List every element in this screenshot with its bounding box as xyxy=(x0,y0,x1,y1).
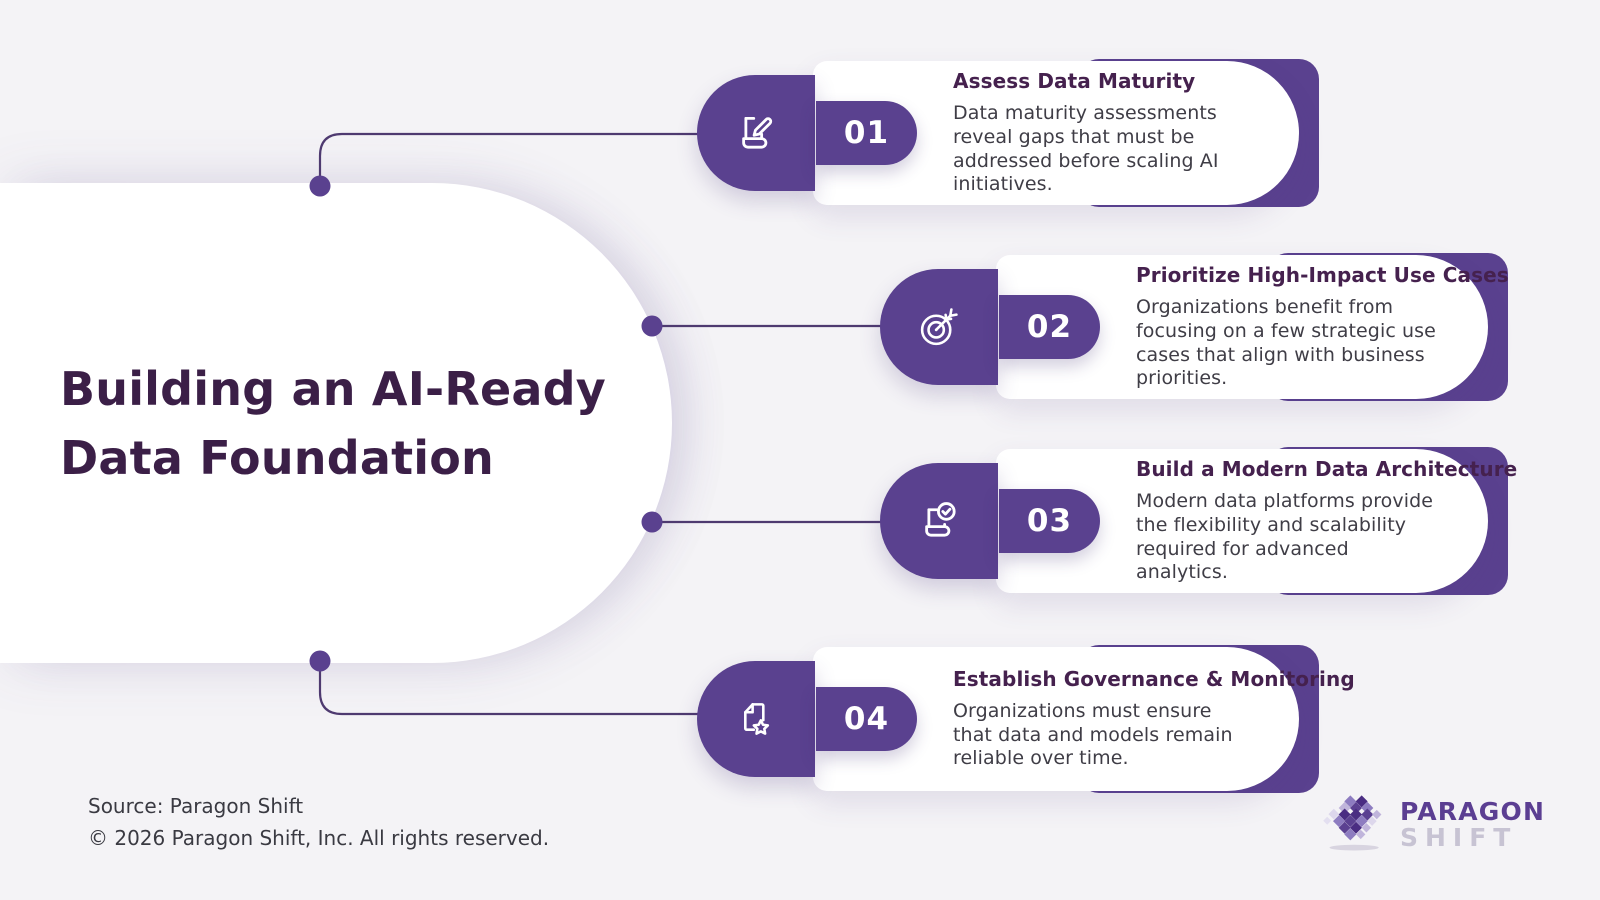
page-title-line2: Data Foundation xyxy=(60,431,495,485)
source-text: Source: Paragon Shift xyxy=(88,794,304,818)
icon-block xyxy=(697,661,815,777)
hero-shape: Building an AI-Ready Data Foundation xyxy=(0,183,672,663)
logo-mark-icon xyxy=(1323,795,1382,851)
brand-logo: PARAGON SHIFT xyxy=(1322,788,1545,860)
step-content: Assess Data Maturity Data maturity asses… xyxy=(953,59,1289,207)
step-number: 01 xyxy=(843,115,890,151)
page-title: Building an AI-Ready Data Foundation xyxy=(60,355,606,493)
step-title: Assess Data Maturity xyxy=(953,68,1196,93)
step-title: Build a Modern Data Architecture xyxy=(1136,456,1518,481)
document-check-icon xyxy=(925,502,956,537)
step-card-3: 03 Build a Modern Data Architecture Mode… xyxy=(880,447,1518,595)
icon-block xyxy=(697,75,815,191)
step-content: Establish Governance & Monitoring Organi… xyxy=(953,645,1355,793)
step-description: Data maturity assessments reveal gaps th… xyxy=(953,101,1219,196)
step-title: Prioritize High-Impact Use Cases xyxy=(1136,262,1509,287)
document-star-icon xyxy=(744,703,770,735)
step-description: Organizations benefit from focusing on a… xyxy=(1136,295,1436,390)
step-description: Organizations must ensure that data and … xyxy=(953,699,1233,770)
step-card-1: 01 Assess Data Maturity Data maturity as… xyxy=(697,59,1319,207)
step-number-badge: 02 xyxy=(999,295,1100,359)
icon-block xyxy=(880,269,998,385)
step-content: Prioritize High-Impact Use Cases Organiz… xyxy=(1136,253,1509,401)
icon-block xyxy=(880,463,998,579)
footer: Source: Paragon Shift © 2026 Paragon Shi… xyxy=(88,790,549,854)
target-dart-icon xyxy=(920,308,958,346)
connector-dot-1 xyxy=(309,175,331,197)
connector-dot-3 xyxy=(641,511,663,533)
connector-step-4 xyxy=(318,661,704,716)
step-number: 02 xyxy=(1026,309,1073,345)
copyright-text: © 2026 Paragon Shift, Inc. All rights re… xyxy=(88,826,550,850)
page-title-line1: Building an AI-Ready xyxy=(60,362,606,416)
step-number-badge: 01 xyxy=(816,101,917,165)
edit-document-icon xyxy=(742,116,773,149)
connector-dot-4 xyxy=(309,650,331,672)
step-title: Establish Governance & Monitoring xyxy=(953,666,1355,691)
step-number-badge: 04 xyxy=(816,687,917,751)
step-card-4: 04 Establish Governance & Monitoring Org… xyxy=(697,645,1355,793)
connector-step-1 xyxy=(318,132,704,186)
logo-name: PARAGON xyxy=(1400,796,1546,826)
step-card-2: 02 Prioritize High-Impact Use Cases Orga… xyxy=(880,253,1509,401)
step-number: 03 xyxy=(1026,503,1073,539)
connector-dot-2 xyxy=(641,315,663,337)
logo-subname: SHIFT xyxy=(1400,822,1518,852)
step-content: Build a Modern Data Architecture Modern … xyxy=(1136,447,1518,595)
step-number: 04 xyxy=(843,701,890,737)
logo-text: PARAGON SHIFT xyxy=(1400,797,1545,852)
step-number-badge: 03 xyxy=(999,489,1100,553)
step-description: Modern data platforms provide the flexib… xyxy=(1136,489,1434,584)
